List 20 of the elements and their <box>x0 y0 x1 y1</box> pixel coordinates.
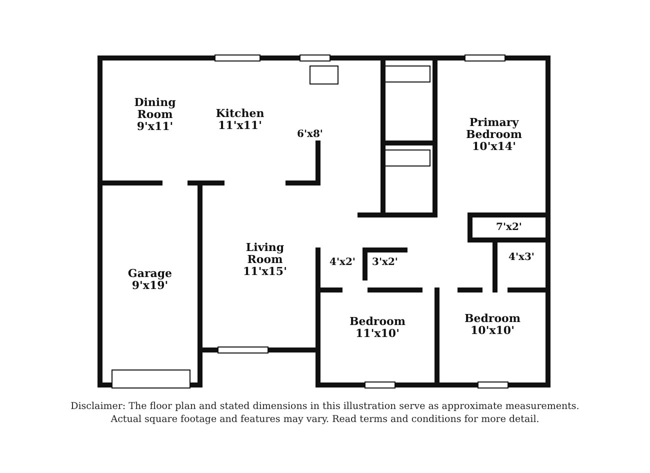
room-dimensions: 7'x2' <box>496 222 522 234</box>
room-name: Living Room <box>244 242 286 266</box>
disclaimer-text: Disclaimer: The floor plan and stated dimensions in this illustration serve as approximate measurements. Actual square footage and features may vary. Read terms and conditions for more detail. <box>70 400 580 426</box>
room-dimensions: 3'x2' <box>372 257 398 269</box>
room-dimensions: 10'x10' <box>470 325 514 337</box>
room-dimensions: 11'x11' <box>218 120 262 132</box>
room-dimensions: 4'x3' <box>508 252 534 264</box>
room-dimensions: 10'x14' <box>472 141 516 153</box>
room-name: Dining Room <box>133 97 177 121</box>
room-dimensions: 4'x2' <box>329 257 356 269</box>
room-dimensions: 9'x11' <box>136 121 174 133</box>
room-name: Kitchen <box>216 108 264 120</box>
room-name: Bedroom <box>464 313 521 325</box>
room-dimensions: 11'x10' <box>356 328 400 340</box>
room-dimensions: 6'x8' <box>296 129 323 141</box>
room-dimensions: 9'x19' <box>132 280 168 292</box>
room-name: Primary Bedroom <box>464 117 524 141</box>
room-name: Garage <box>128 268 172 280</box>
room-name: Bedroom <box>349 316 406 328</box>
room-dimensions: 11'x15' <box>243 266 287 278</box>
